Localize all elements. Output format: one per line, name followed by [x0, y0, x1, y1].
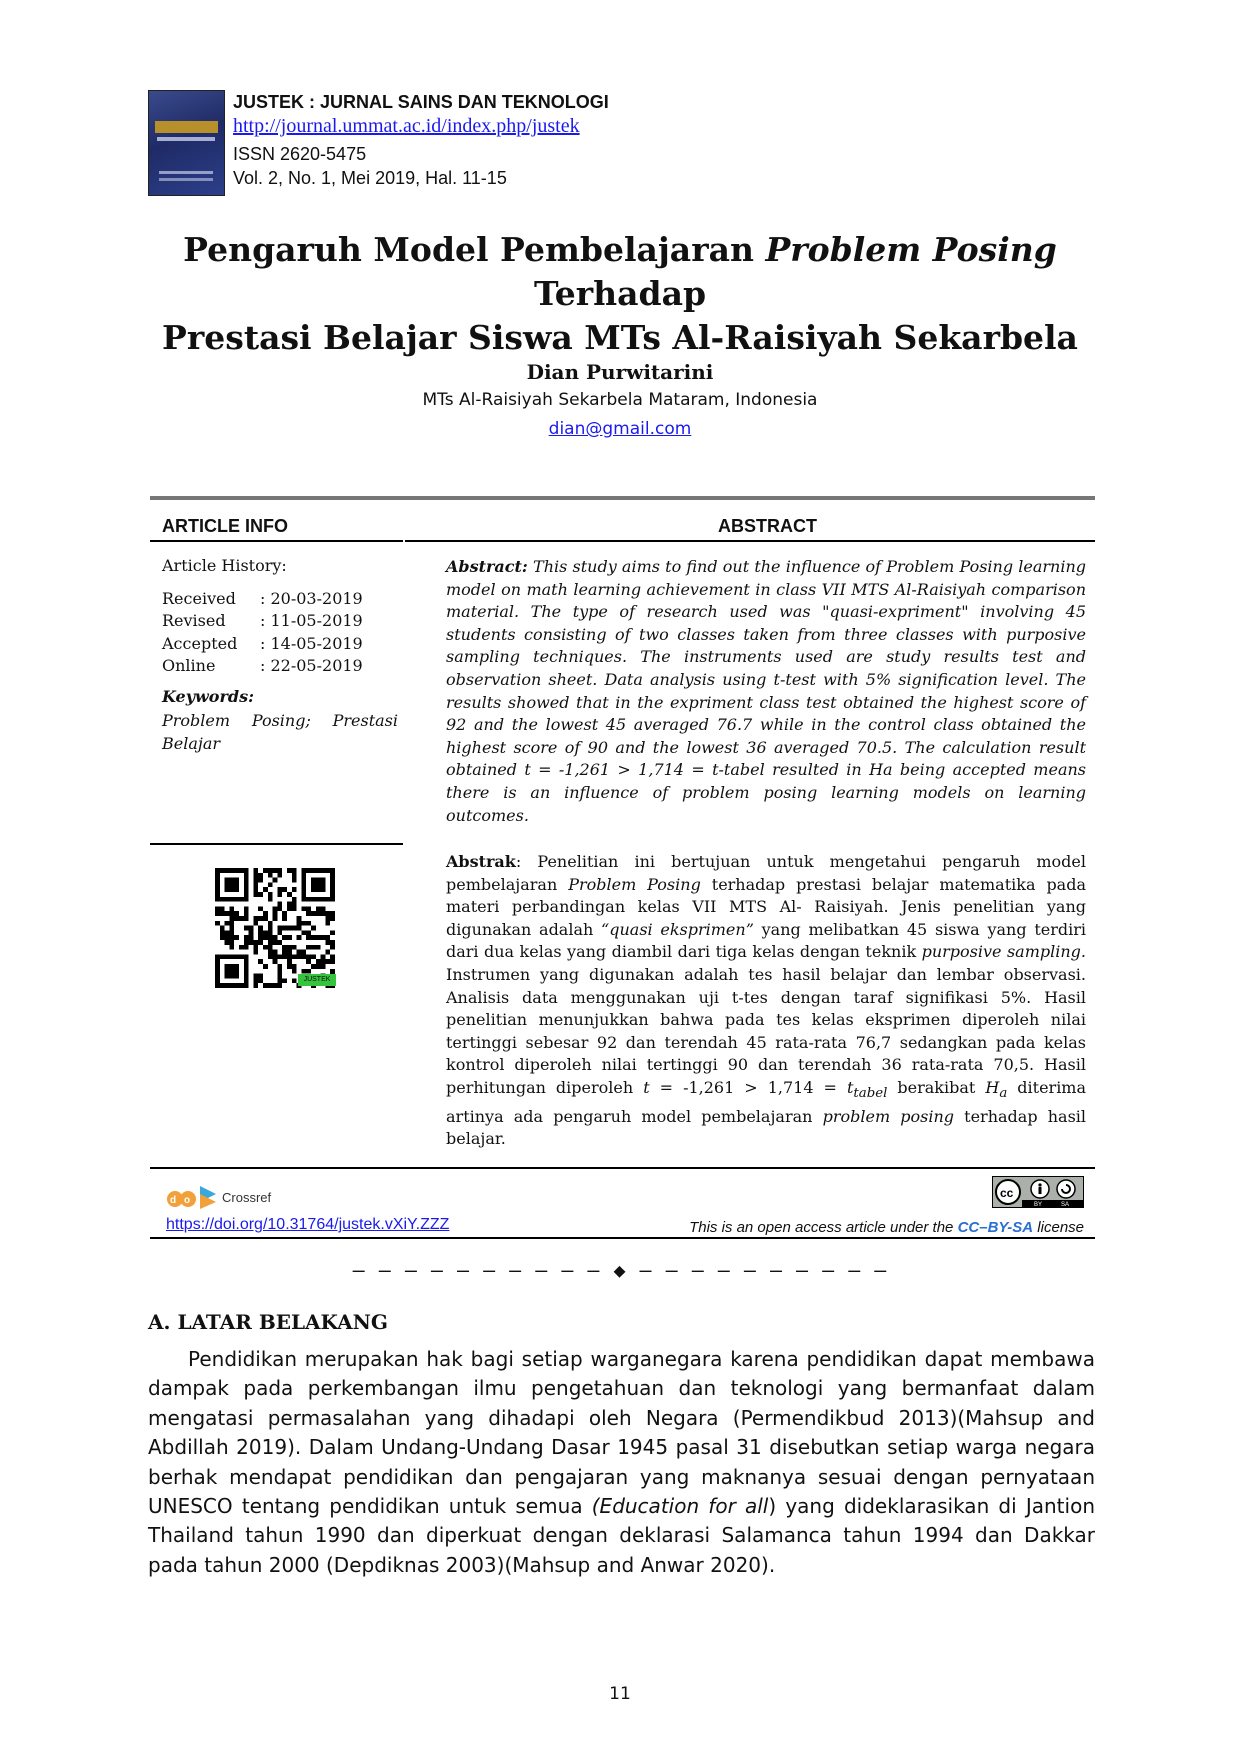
math-ha: H: [985, 1077, 1000, 1097]
svg-text:BY: BY: [1034, 1202, 1042, 1208]
cover-title-band: [155, 121, 218, 133]
title-line-2: Prestasi Belajar Siswa MTs Al-Raisiyah S…: [162, 318, 1078, 357]
math-t-tabel: t: [846, 1077, 854, 1097]
title-italic: Problem Posing: [765, 230, 1057, 269]
qr-code-image: [215, 868, 335, 988]
abstract-indonesian: Abstrak: Penelitian ini bertujuan untuk …: [446, 852, 1087, 1149]
divider: [150, 843, 403, 845]
section-heading: A. LATAR BELAKANG: [148, 1310, 388, 1334]
history-row: Online: 22-05-2019: [162, 656, 363, 675]
qr-justek-tag: JUSTEK: [298, 974, 336, 986]
divider: [150, 1167, 1095, 1169]
keywords-text: Problem Posing; Prestasi Belajar: [162, 711, 398, 753]
article-info-heading: ARTICLE INFO: [162, 516, 288, 536]
svg-text:cc: cc: [1000, 1186, 1014, 1200]
article-history-label: Article History:: [162, 556, 287, 575]
svg-text:o: o: [184, 1195, 190, 1206]
cover-text-line: [159, 171, 213, 174]
author-name: Dian Purwitarini: [526, 360, 714, 384]
cover-text-line: [159, 178, 213, 181]
journal-cover-image: [148, 90, 225, 196]
author-email-link[interactable]: dian@gmail.com: [548, 419, 692, 439]
license-name[interactable]: CC–BY-SA: [957, 1219, 1034, 1236]
author-affiliation: MTs Al-Raisiyah Sekarbela Mataram, Indon…: [422, 390, 818, 410]
abstrak-label: Abstrak: [446, 852, 516, 871]
page-number: 11: [609, 1684, 631, 1704]
title-part-2: Terhadap: [533, 274, 707, 313]
journal-name: JUSTEK : JURNAL SAINS DAN TEKNOLOGI: [233, 92, 609, 112]
doi-logo-icon: d o: [167, 1186, 216, 1209]
divider: [150, 1237, 1095, 1239]
history-row: Received: 20-03-2019: [162, 589, 363, 608]
journal-issn: ISSN 2620-5475: [233, 144, 367, 164]
cc-by-sa-badge-icon: cc BY SA: [992, 1176, 1084, 1208]
divider: [150, 540, 403, 542]
journal-url-link[interactable]: http://journal.ummat.ac.id/index.php/jus…: [233, 115, 580, 137]
history-row: Revised: 11-05-2019: [162, 611, 363, 630]
keywords-label: Keywords:: [162, 687, 255, 706]
abstract-heading: ABSTRACT: [718, 516, 817, 536]
cover-subtitle-line: [157, 137, 215, 141]
journal-volume: Vol. 2, No. 1, Mei 2019, Hal. 11-15: [233, 168, 507, 188]
abstract-english: Abstract: This study aims to find out th…: [446, 556, 1086, 827]
svg-text:SA: SA: [1061, 1202, 1069, 1208]
math-t: t: [643, 1077, 650, 1097]
crossref-label: Crossref: [222, 1190, 272, 1205]
license-statement: This is an open access article under the…: [689, 1219, 1084, 1236]
history-row: Accepted: 14-05-2019: [162, 634, 363, 653]
body-paragraph: Pendidikan merupakan hak bagi setiap war…: [148, 1347, 1095, 1577]
abstract-label: Abstract:: [446, 557, 528, 576]
section-separator: – – – – – – – – – – ◆ – – – – – – – – – …: [352, 1258, 888, 1282]
author-email: dian@gmail.com: [0, 419, 1240, 439]
divider: [150, 496, 1095, 500]
doi-link[interactable]: https://doi.org/10.31764/justek.vXiY.ZZZ: [166, 1216, 450, 1233]
title-part-1: Pengaruh Model Pembelajaran: [183, 230, 766, 269]
svg-text:d: d: [170, 1195, 176, 1206]
divider: [405, 540, 1095, 542]
paper-title: Pengaruh Model Pembelajaran Problem Posi…: [120, 228, 1120, 360]
abstract-text: This study aims to find out the influenc…: [446, 557, 1086, 825]
